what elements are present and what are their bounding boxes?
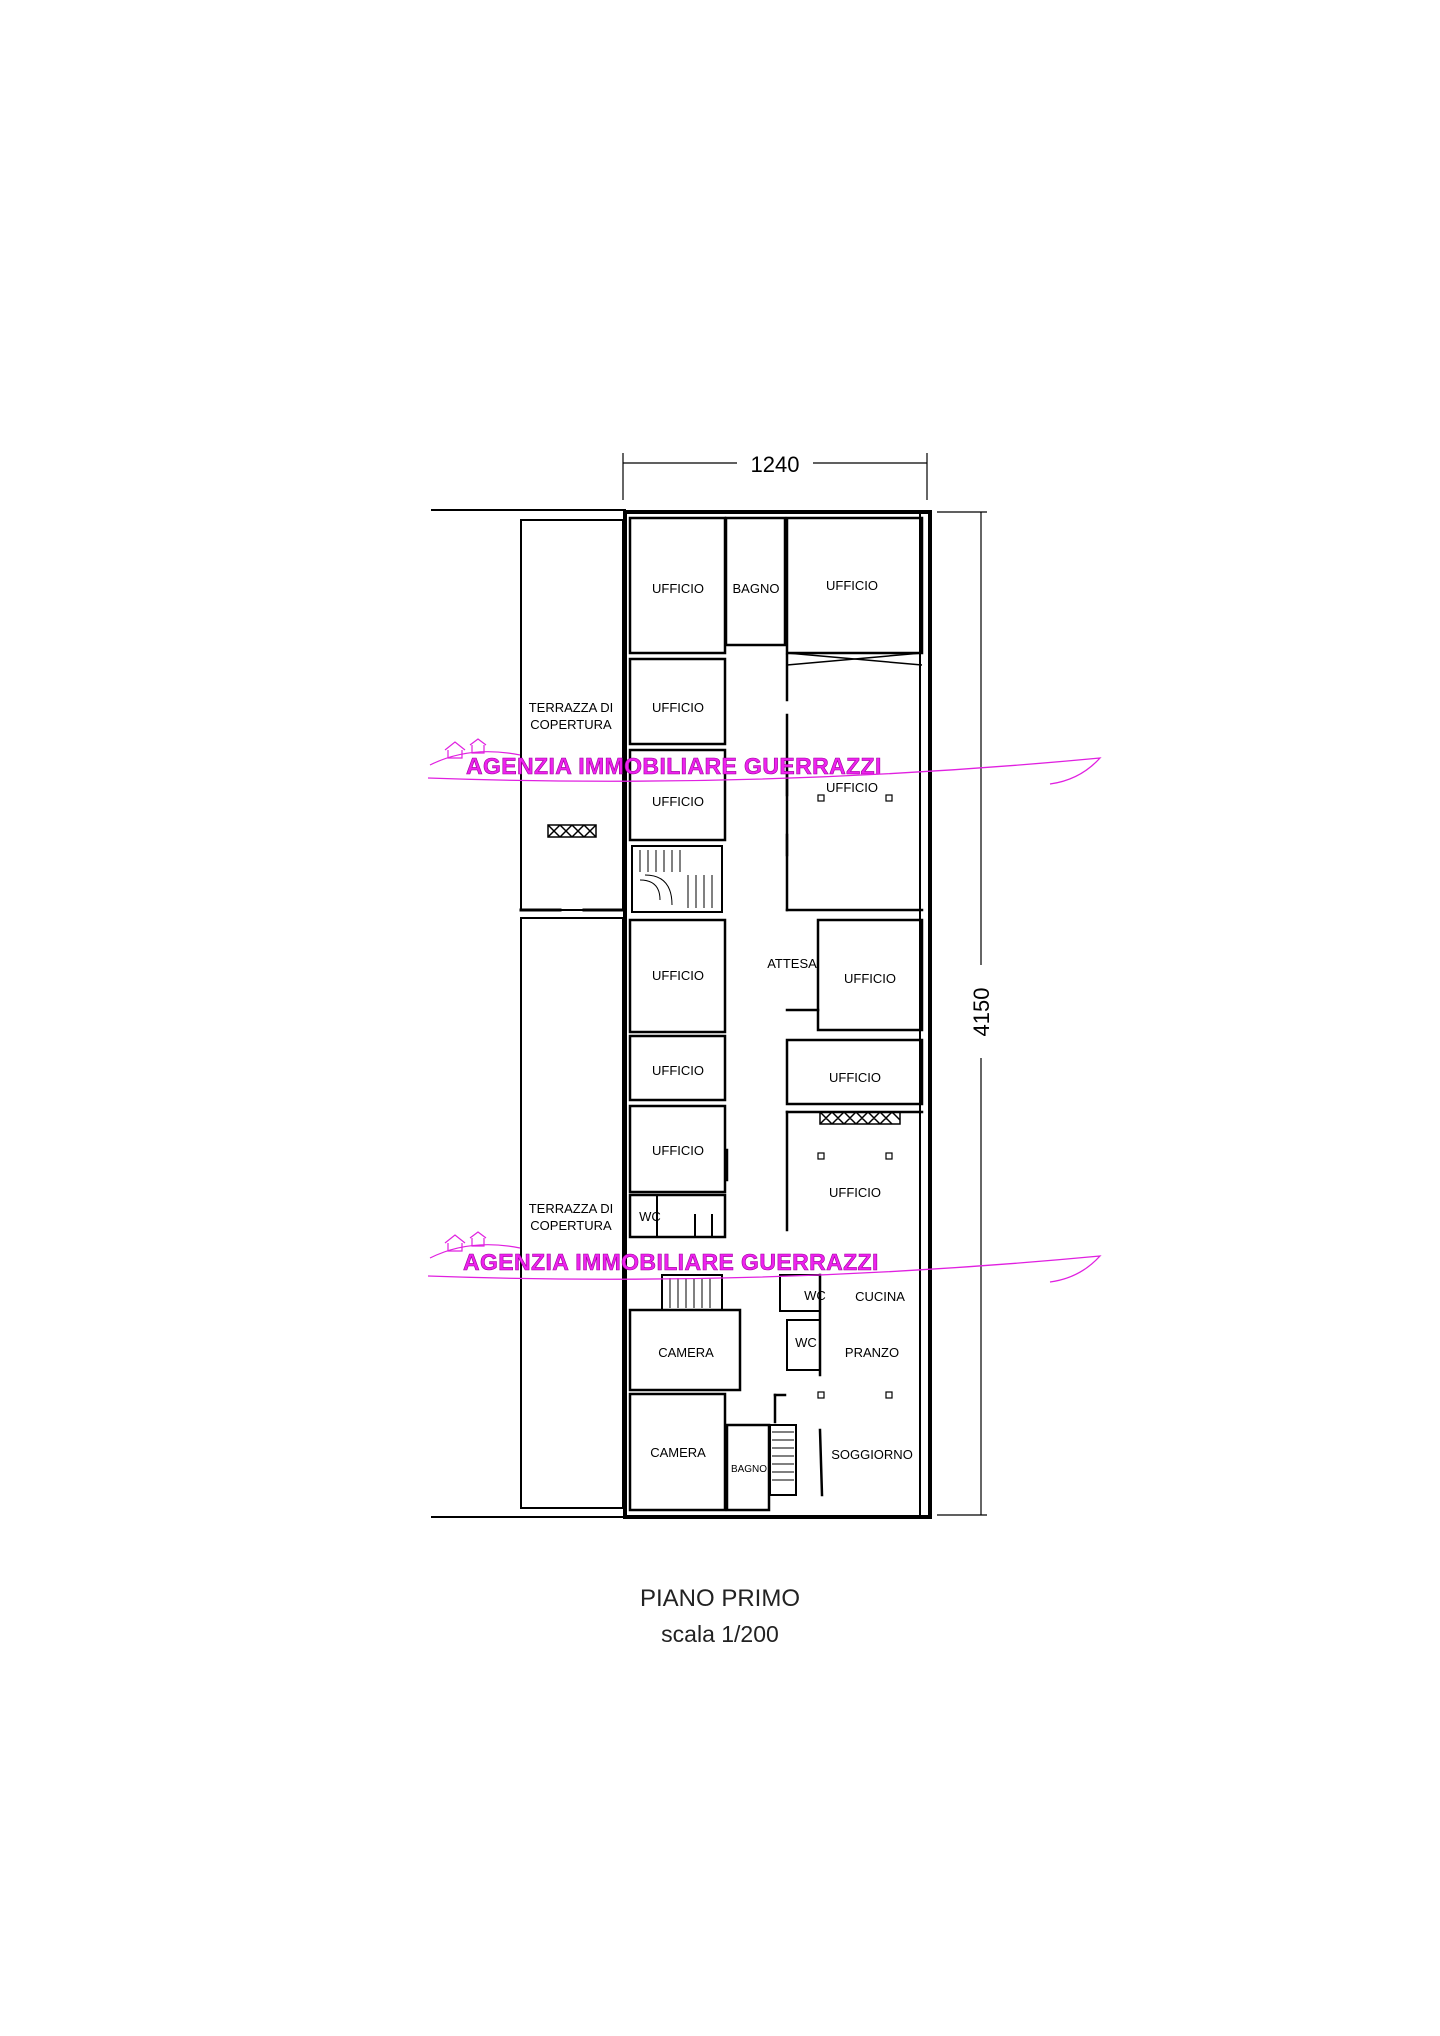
grilles <box>547 652 923 1125</box>
terrazza-1-line2: COPERTURA <box>530 717 612 732</box>
room-pranzo: PRANZO <box>845 1345 899 1360</box>
watermark-text-2: AGENZIA IMMOBILIARE GUERRAZZI <box>463 1249 879 1275</box>
walls <box>431 509 932 1519</box>
terrazza-2-line2: COPERTURA <box>530 1218 612 1233</box>
room-soggiorno: SOGGIORNO <box>831 1447 913 1462</box>
room-attesa: ATTESA <box>767 956 817 971</box>
room-wc-2: WC <box>804 1288 826 1303</box>
plan-scale: scala 1/200 <box>661 1621 779 1647</box>
room-camera-2: CAMERA <box>650 1445 706 1460</box>
room-ufficio-4: UFFICIO <box>652 794 704 809</box>
terrazza-2-line1: TERRAZZA DI <box>529 1201 614 1216</box>
room-ufficio-1: UFFICIO <box>652 581 704 596</box>
room-labels: UFFICIO BAGNO UFFICIO UFFICIO TERRAZZA D… <box>529 578 913 1475</box>
room-bagno-2: BAGNO <box>731 1464 767 1475</box>
watermark-swoosh-2 <box>427 1255 1102 1283</box>
width-dimension <box>622 453 928 500</box>
room-bagno-1: BAGNO <box>733 581 780 596</box>
room-ufficio-11: UFFICIO <box>829 1185 881 1200</box>
room-wc-1: WC <box>639 1209 661 1224</box>
watermark-1: AGENZIA IMMOBILIARE GUERRAZZI <box>427 738 1102 785</box>
stairs <box>631 845 797 1496</box>
agency-logo-2 <box>429 1231 521 1259</box>
room-ufficio-2: UFFICIO <box>826 578 878 593</box>
height-label: 4150 <box>969 988 994 1037</box>
watermark-swoosh-1 <box>427 757 1102 785</box>
room-wc-3: WC <box>795 1335 817 1350</box>
watermark-2: AGENZIA IMMOBILIARE GUERRAZZI <box>427 1231 1102 1283</box>
room-ufficio-7: UFFICIO <box>844 971 896 986</box>
room-ufficio-10: UFFICIO <box>652 1143 704 1158</box>
room-camera-1: CAMERA <box>658 1345 714 1360</box>
room-ufficio-3: UFFICIO <box>652 700 704 715</box>
terrazza-1-line1: TERRAZZA DI <box>529 700 614 715</box>
pillars <box>817 794 893 1399</box>
room-ufficio-6: UFFICIO <box>652 968 704 983</box>
room-ufficio-9: UFFICIO <box>829 1070 881 1085</box>
width-label: 1240 <box>751 452 800 477</box>
watermark-text-1: AGENZIA IMMOBILIARE GUERRAZZI <box>466 753 882 779</box>
room-ufficio-8: UFFICIO <box>652 1063 704 1078</box>
agency-logo-1 <box>429 738 521 766</box>
plan-title: PIANO PRIMO <box>639 1585 801 1612</box>
height-dimension <box>937 511 987 1516</box>
room-cucina: CUCINA <box>855 1289 905 1304</box>
room-ufficio-5: UFFICIO <box>826 780 878 795</box>
